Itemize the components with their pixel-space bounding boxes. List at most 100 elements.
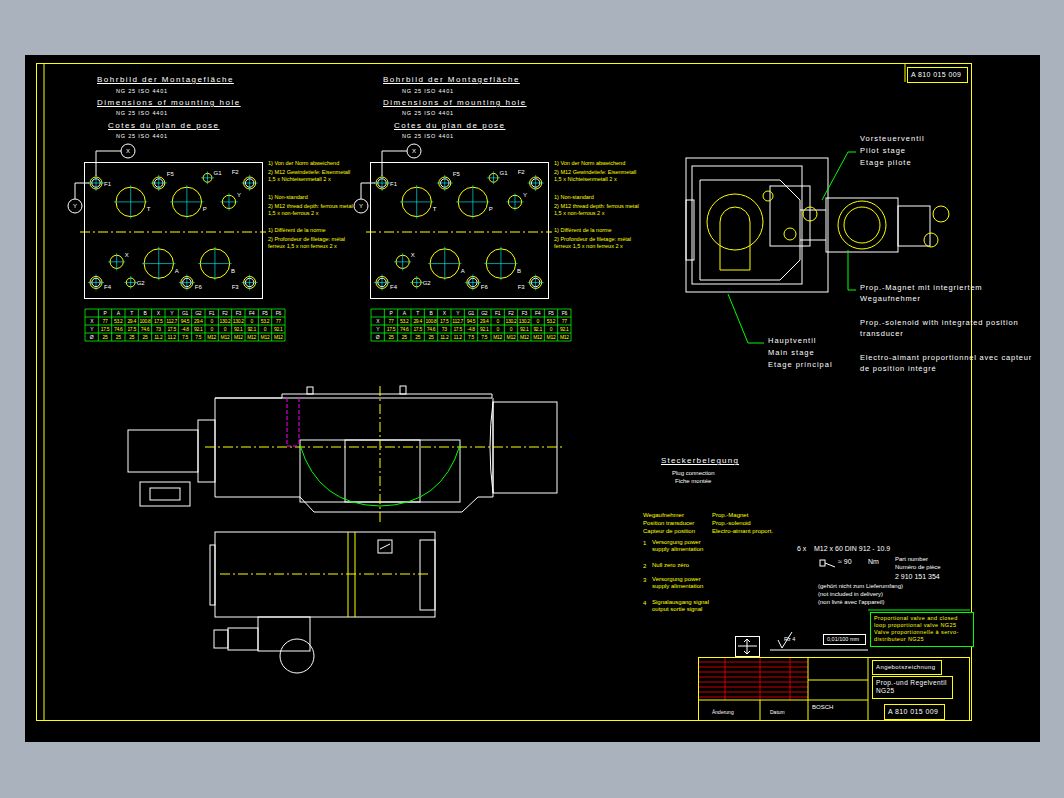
hole-cross bbox=[96, 175, 97, 191]
table-cell: M12 bbox=[232, 334, 245, 340]
valve-front-view bbox=[258, 617, 310, 651]
hole-cross bbox=[416, 185, 417, 218]
leader-line bbox=[848, 250, 856, 290]
valve-front-view bbox=[287, 446, 299, 447]
label: Etage principal bbox=[768, 360, 833, 369]
label: Dimensions of mounting hole bbox=[97, 98, 241, 108]
table-cell: 17.5 bbox=[384, 326, 397, 332]
table-grid bbox=[437, 309, 438, 341]
table-cell: 73 bbox=[152, 326, 165, 332]
table-cell: Ø bbox=[371, 334, 384, 340]
title-block bbox=[808, 680, 868, 681]
table-grid bbox=[85, 333, 285, 334]
table-cell: 94.5 bbox=[464, 318, 477, 324]
table-grid bbox=[231, 309, 232, 341]
axis-line bbox=[361, 183, 375, 184]
table-cell: Y bbox=[451, 310, 464, 316]
label: Prop.-Magnet bbox=[712, 511, 748, 519]
valve-side-view bbox=[692, 166, 802, 284]
hole-cross bbox=[158, 247, 159, 280]
table-cell: 74.6 bbox=[112, 326, 125, 332]
table-cell: B bbox=[424, 310, 437, 316]
label: G1 bbox=[214, 170, 222, 177]
table-cell: 92.1 bbox=[272, 326, 285, 332]
valve-side-view bbox=[844, 207, 880, 243]
valve-side-view bbox=[700, 180, 800, 280]
valve-front-view bbox=[128, 386, 557, 673]
hole-cross bbox=[444, 247, 445, 280]
title-block bbox=[760, 700, 761, 720]
axis-line bbox=[382, 151, 407, 152]
label: NG 25 ISO 4401 bbox=[402, 133, 454, 140]
valve-front-view bbox=[205, 386, 565, 617]
hole-cross bbox=[444, 175, 445, 191]
box-text: Prop.-und Regelventil bbox=[876, 679, 949, 687]
label: G1 bbox=[500, 170, 508, 177]
label: Y bbox=[237, 192, 241, 199]
sheet-ground bbox=[25, 55, 1040, 742]
label: 2) Profondeur de filetage: métal ferreux… bbox=[554, 236, 640, 250]
table-grid bbox=[98, 309, 99, 341]
label: G2 bbox=[137, 280, 145, 287]
label: F4 bbox=[390, 284, 397, 291]
surface-symbol bbox=[744, 639, 750, 642]
valve-front-view bbox=[280, 639, 314, 673]
hole-cross bbox=[158, 175, 159, 191]
table-grid bbox=[371, 309, 571, 310]
label: Versorgung power supply alimentation bbox=[652, 576, 714, 590]
label: 6 x bbox=[797, 544, 806, 553]
label: 2) M12 thread depth: ferrous metal 1,5 x… bbox=[268, 203, 354, 217]
label: NG 25 ISO 4401 bbox=[116, 133, 168, 140]
valve-front-view bbox=[214, 630, 228, 648]
table-cell: F4 bbox=[245, 310, 258, 316]
hole-cross bbox=[228, 193, 229, 210]
table-cell: A bbox=[398, 310, 411, 316]
table-cell: M12 bbox=[205, 334, 218, 340]
table-grid bbox=[517, 309, 518, 341]
label: P bbox=[203, 206, 207, 213]
label: 2 910 151 354 bbox=[895, 572, 940, 581]
table-cell: M12 bbox=[218, 334, 231, 340]
title-block-grid bbox=[760, 657, 761, 700]
table-cell: 25 bbox=[112, 334, 125, 340]
label: 2) M12 Gewindetiefe: Eisenmetall 1,5 x N… bbox=[554, 169, 640, 183]
label: 2) M12 thread depth: ferrous metal 1,5 x… bbox=[554, 203, 640, 217]
label: (not included in delivery) bbox=[818, 590, 883, 598]
valve-side-view bbox=[898, 206, 930, 246]
table-cell: 25 bbox=[384, 334, 397, 340]
title-block-grid bbox=[698, 677, 808, 678]
valve-front-view bbox=[400, 386, 406, 394]
label: 1) Différent de la norme bbox=[554, 227, 640, 234]
label: 4 bbox=[643, 599, 646, 607]
table-cell: M12 bbox=[531, 334, 544, 340]
table-cell: 77 bbox=[384, 318, 397, 324]
label: F1 bbox=[390, 181, 397, 188]
label: Prop.-solenoid bbox=[712, 519, 751, 527]
table-grid bbox=[531, 309, 532, 341]
title-box: A 810 015 009 bbox=[884, 704, 945, 720]
table-cell: 25 bbox=[125, 334, 138, 340]
table-cell: F5 bbox=[258, 310, 271, 316]
drawing-frame bbox=[44, 64, 45, 720]
valve-side-view bbox=[686, 200, 694, 260]
table-cell: 11.2 bbox=[451, 334, 464, 340]
hole-cross bbox=[249, 274, 250, 290]
table-cell: M12 bbox=[258, 334, 271, 340]
title-block-grid bbox=[725, 657, 726, 700]
hole-cross bbox=[493, 171, 494, 184]
table-cell: P bbox=[98, 310, 111, 316]
title-block-grid bbox=[698, 682, 808, 683]
table-cell: 0 bbox=[218, 326, 231, 332]
hole-cross bbox=[500, 247, 501, 280]
table-cell: 130.2 bbox=[504, 318, 517, 324]
label: Electro-aimant proport. bbox=[712, 527, 773, 535]
table-cell: 25 bbox=[398, 334, 411, 340]
valve-side-view bbox=[784, 228, 796, 240]
valve-front-view bbox=[380, 386, 381, 522]
table-cell: 92.1 bbox=[192, 326, 205, 332]
table-cell: 17.5 bbox=[411, 326, 424, 332]
table-cell: Y bbox=[371, 326, 384, 332]
table-cell: 130.2 bbox=[518, 318, 531, 324]
leader-line bbox=[728, 294, 764, 343]
label: F5 bbox=[167, 171, 174, 178]
